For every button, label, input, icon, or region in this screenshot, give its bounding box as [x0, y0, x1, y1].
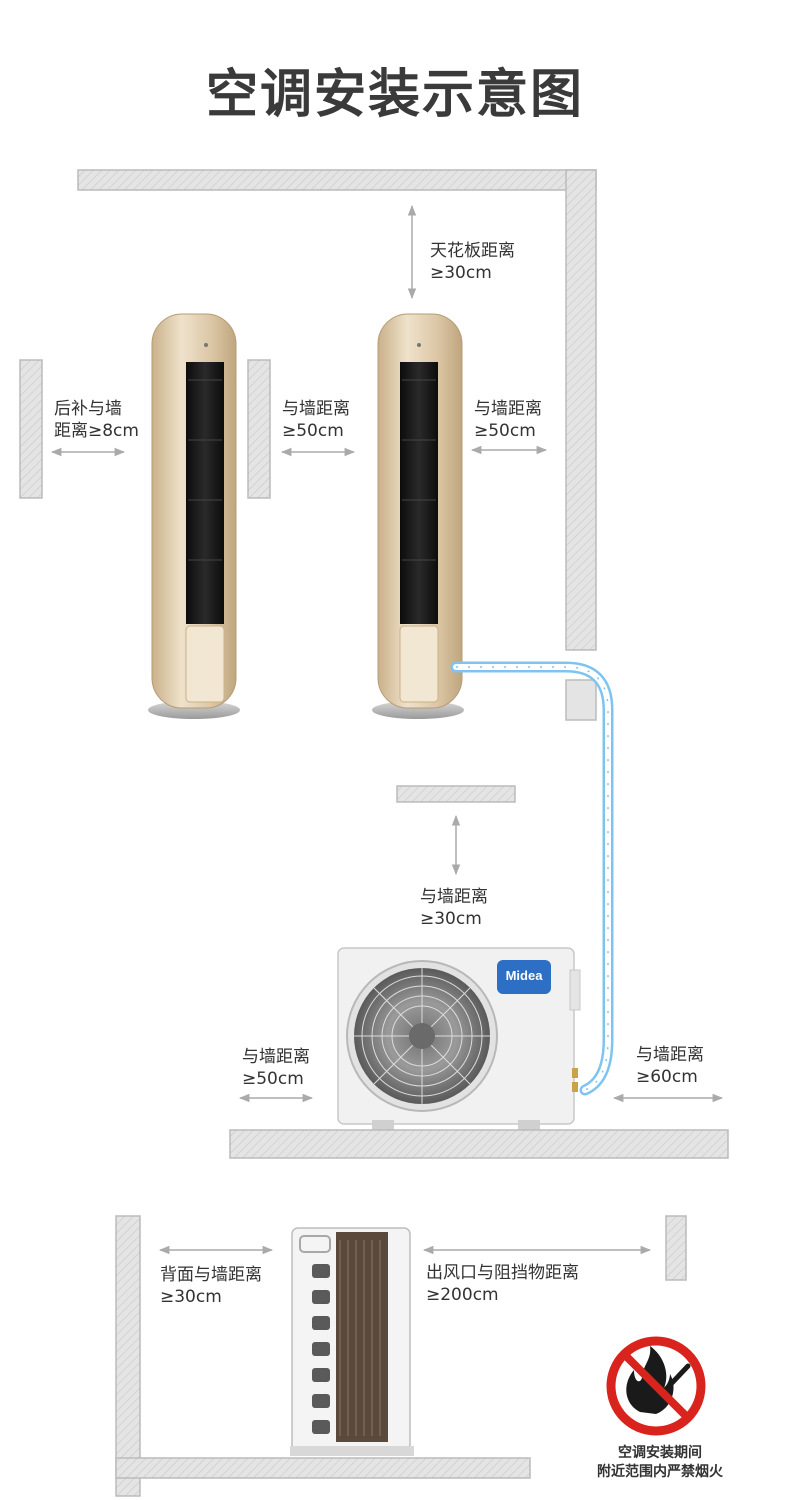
label-outlet: 出风口与阻挡物距离≥200cm [426, 1263, 579, 1305]
room-walls [19, 169, 597, 721]
side-view-walls [115, 1215, 687, 1497]
label-mid-wall: 与墙距离≥50cm [282, 399, 350, 441]
brand-text: Midea [505, 968, 543, 983]
warning-text: 空调安装期间附近范围内严禁烟火 [597, 1445, 723, 1480]
outdoor-unit-side [290, 1227, 414, 1456]
label-left-wall-back: 后补与墙距离≥8cm [54, 399, 139, 441]
label-back-wall: 背面与墙距离≥30cm [160, 1265, 262, 1307]
label-ceiling: 天花板距离≥30cm [430, 241, 515, 283]
indoor-unit-left [148, 313, 240, 719]
indoor-unit-right [372, 313, 464, 719]
label-outdoor-right: 与墙距离≥60cm [636, 1045, 704, 1087]
wall-stub-top [396, 785, 516, 803]
label-right-wall: 与墙距离≥50cm [474, 399, 542, 441]
ground-slab [229, 1129, 729, 1159]
page-title: 空调安装示意图 [205, 65, 584, 125]
outdoor-unit [337, 947, 581, 1132]
refrigerant-pipe [450, 661, 614, 1096]
no-fire-icon [606, 1336, 706, 1436]
label-outdoor-left: 与墙距离≥50cm [242, 1047, 310, 1089]
midea-logo [497, 960, 551, 994]
label-outdoor-top: 与墙距离≥30cm [420, 887, 488, 929]
dimension-arrows [50, 204, 724, 1255]
